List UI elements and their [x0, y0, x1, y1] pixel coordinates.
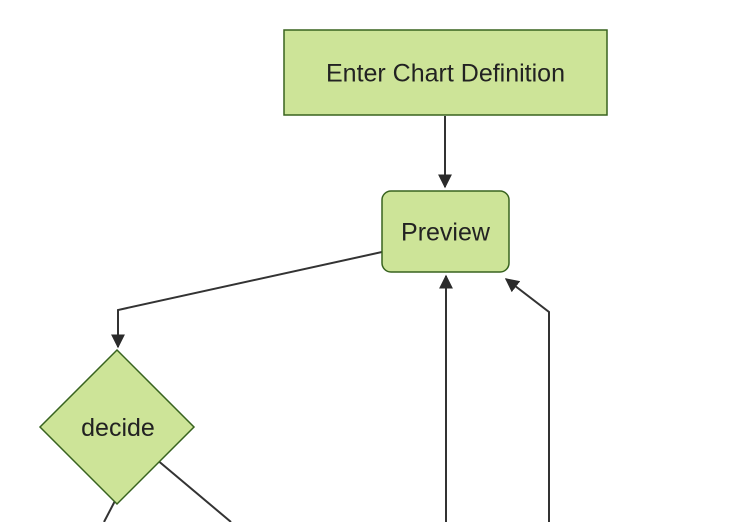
decide-label: decide [81, 414, 155, 442]
preview-label: Preview [401, 219, 491, 247]
node-preview: Preview [381, 190, 510, 273]
node-decide: decide [38, 348, 196, 506]
edge-offscreen-to-preview-corner [504, 278, 550, 522]
enter-chart-definition-box [283, 29, 608, 116]
edge-decide-to-offscreen-right [155, 458, 232, 522]
node-enter-chart-definition: Enter Chart Definition [283, 29, 608, 116]
decide-diamond [38, 348, 196, 506]
preview-box [381, 190, 510, 273]
enter-chart-definition-label: Enter Chart Definition [326, 60, 565, 88]
edge-preview-to-decide [111, 251, 383, 349]
